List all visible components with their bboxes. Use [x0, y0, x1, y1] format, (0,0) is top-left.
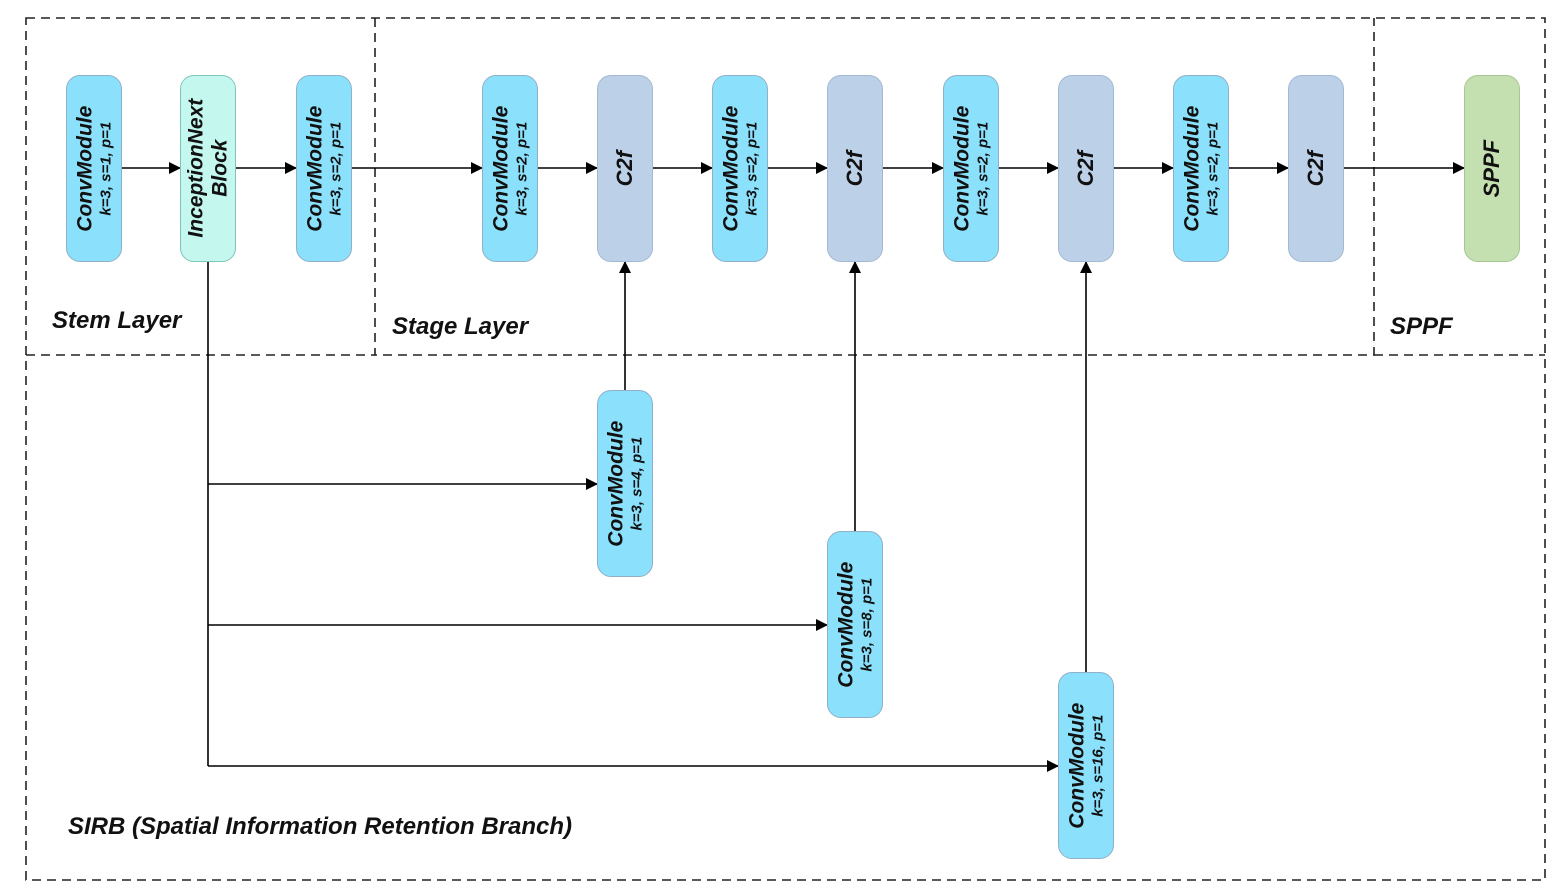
node-params: k=3, s=2, p=1	[974, 121, 992, 216]
node-title: ConvModule	[1065, 702, 1089, 829]
node-title: SPPF	[1479, 139, 1505, 198]
node-params: Block	[208, 139, 232, 198]
stage-layer-label: Stage Layer	[392, 313, 529, 340]
sirb-label: SIRB (Spatial Information Retention Bran…	[68, 813, 573, 840]
sppf-block: SPPF	[1464, 75, 1520, 262]
node-params: k=3, s=2, p=1	[513, 121, 531, 216]
node-params: k=3, s=16, p=1	[1089, 714, 1107, 817]
node-title: InceptionNext	[183, 99, 207, 238]
node-params: k=3, s=4, p=1	[628, 436, 646, 531]
c2f-block-4: C2f	[1288, 75, 1344, 262]
node-title: C2f	[842, 150, 868, 187]
node-title: ConvModule	[604, 420, 628, 547]
node-params: k=3, s=8, p=1	[858, 577, 876, 672]
node-title: ConvModule	[834, 561, 858, 688]
stage-region	[374, 18, 1375, 356]
node-params: k=3, s=2, p=1	[743, 121, 761, 216]
c2f-block-2: C2f	[827, 75, 883, 262]
node-params: k=3, s=1, p=1	[97, 121, 115, 216]
c2f-block-1: C2f	[597, 75, 653, 262]
sppf-label: SPPF	[1390, 313, 1453, 340]
node-title: C2f	[1073, 150, 1099, 187]
node-title: ConvModule	[73, 105, 97, 232]
node-title: ConvModule	[303, 105, 327, 232]
c2f-block-3: C2f	[1058, 75, 1114, 262]
node-params: k=3, s=2, p=1	[1204, 121, 1222, 216]
node-title: ConvModule	[719, 105, 743, 232]
node-title: ConvModule	[950, 105, 974, 232]
node-title: C2f	[1303, 150, 1329, 187]
node-title: ConvModule	[489, 105, 513, 232]
stem-layer-label: Stem Layer	[52, 307, 182, 334]
sirb-region	[25, 17, 1546, 881]
node-title: ConvModule	[1180, 105, 1204, 232]
node-params: k=3, s=2, p=1	[327, 121, 345, 216]
node-title: C2f	[612, 150, 638, 187]
